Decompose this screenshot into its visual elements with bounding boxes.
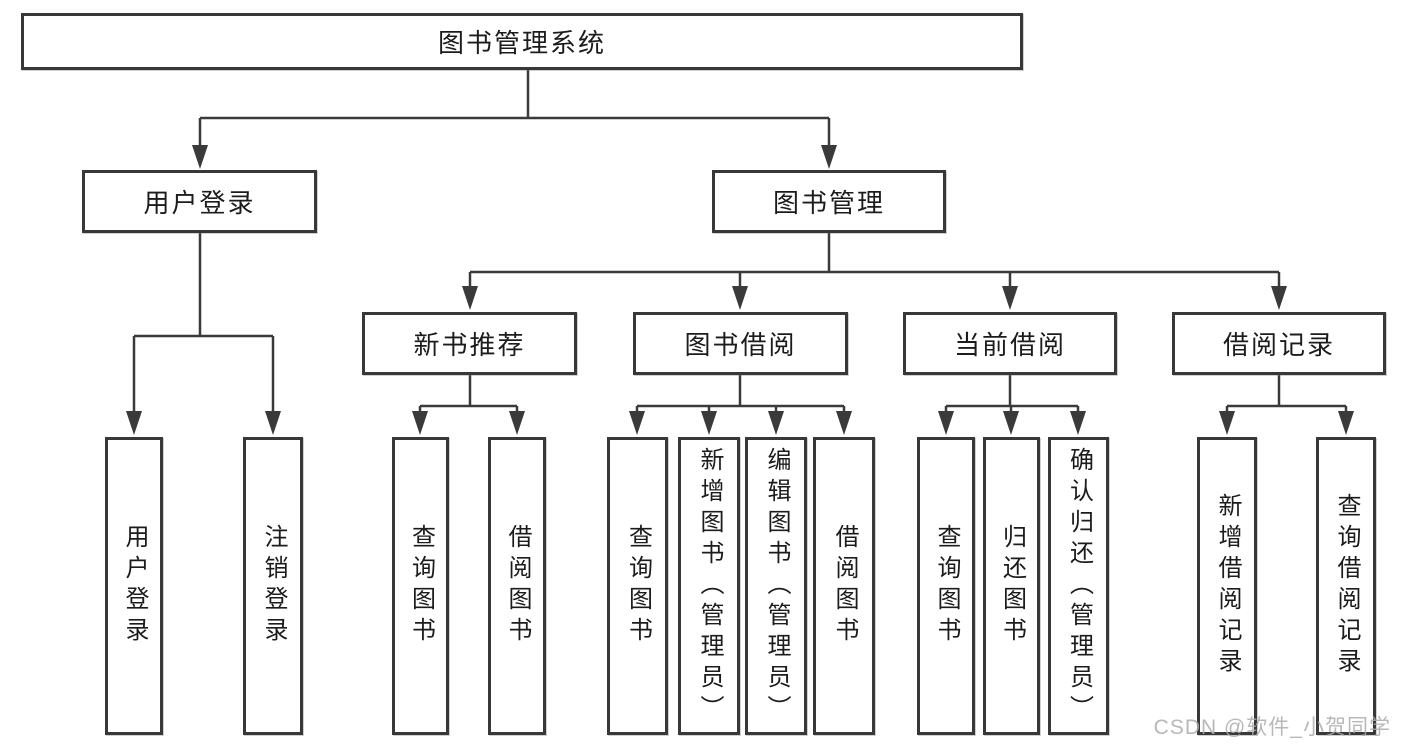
- node-current-borrowing-label: 当前借阅: [953, 330, 1066, 360]
- leaf-user-login-label: 用户登录: [121, 524, 148, 648]
- node-root: 图书管理系统: [21, 13, 1023, 70]
- leaf-borrow-books-label: 借阅图书: [831, 524, 858, 648]
- arrowhead: [732, 286, 748, 310]
- node-book-management: 图书管理: [712, 170, 946, 233]
- leaf-query-books-borrow: 查询图书: [607, 437, 668, 735]
- leaf-add-book-admin: 新增图书（管理员）: [678, 437, 740, 735]
- leaf-borrow-books-recommend: 借阅图书: [488, 437, 546, 735]
- arrowhead: [1070, 411, 1086, 435]
- leaf-borrow-books-recommend-label: 借阅图书: [504, 524, 531, 648]
- arrowhead: [836, 411, 852, 435]
- arrowhead: [768, 411, 784, 435]
- arrowhead: [701, 411, 717, 435]
- arrowhead: [821, 145, 837, 169]
- leaf-logout-label: 注销登录: [260, 524, 287, 648]
- leaf-add-borrow-record: 新增借阅记录: [1197, 437, 1257, 735]
- leaf-return-book: 归还图书: [983, 437, 1040, 735]
- leaf-add-borrow-record-label: 新增借阅记录: [1214, 493, 1241, 679]
- leaf-query-books-borrow-label: 查询图书: [624, 524, 652, 648]
- arrowhead: [412, 411, 428, 435]
- leaf-add-book-admin-label: 新增图书（管理员）: [696, 446, 723, 726]
- node-new-book-recommend-label: 新书推荐: [413, 330, 526, 360]
- node-new-book-recommend: 新书推荐: [362, 312, 577, 375]
- connector-lines: [132, 70, 1348, 413]
- node-book-borrowing: 图书借阅: [633, 312, 848, 375]
- leaf-confirm-return-admin: 确认归还（管理员）: [1048, 437, 1109, 735]
- node-user-login-label: 用户登录: [143, 188, 256, 218]
- node-user-login: 用户登录: [82, 170, 317, 233]
- arrowhead: [1271, 286, 1287, 310]
- node-book-borrowing-label: 图书借阅: [684, 330, 797, 360]
- arrowhead: [265, 411, 281, 435]
- arrowhead: [192, 145, 208, 169]
- arrowhead: [509, 411, 525, 435]
- leaf-query-borrow-record: 查询借阅记录: [1316, 437, 1376, 735]
- leaf-return-book-label: 归还图书: [998, 524, 1026, 648]
- watermark: CSDN @软件_小贺同学: [1153, 716, 1391, 739]
- node-root-label: 图书管理系统: [437, 28, 606, 58]
- arrowheads: [126, 145, 1354, 435]
- arrowhead: [938, 411, 954, 435]
- arrowhead: [1338, 411, 1354, 435]
- leaf-borrow-books: 借阅图书: [813, 437, 875, 735]
- leaf-user-login: 用户登录: [105, 437, 163, 735]
- leaf-edit-book-admin: 编辑图书（管理员）: [745, 437, 807, 735]
- node-borrow-records-label: 借阅记录: [1222, 330, 1335, 360]
- arrowhead: [629, 411, 645, 435]
- arrowhead: [1003, 411, 1019, 435]
- node-book-management-label: 图书管理: [772, 188, 885, 218]
- leaf-query-borrow-record-label: 查询借阅记录: [1333, 493, 1360, 679]
- leaf-query-books-recommend: 查询图书: [392, 437, 449, 735]
- node-borrow-records: 借阅记录: [1172, 312, 1386, 375]
- arrowhead: [1002, 286, 1018, 310]
- leaf-edit-book-admin-label: 编辑图书（管理员）: [763, 446, 790, 726]
- leaf-confirm-return-admin-label: 确认归还（管理员）: [1065, 446, 1093, 726]
- arrowhead: [126, 411, 142, 435]
- arrowhead: [1219, 411, 1235, 435]
- arrowhead: [462, 286, 478, 310]
- leaf-query-books-current-label: 查询图书: [933, 524, 960, 648]
- leaf-query-books-current: 查询图书: [917, 437, 975, 735]
- node-current-borrowing: 当前借阅: [903, 312, 1117, 375]
- leaf-query-books-recommend-label: 查询图书: [407, 524, 435, 648]
- leaf-logout: 注销登录: [243, 437, 303, 735]
